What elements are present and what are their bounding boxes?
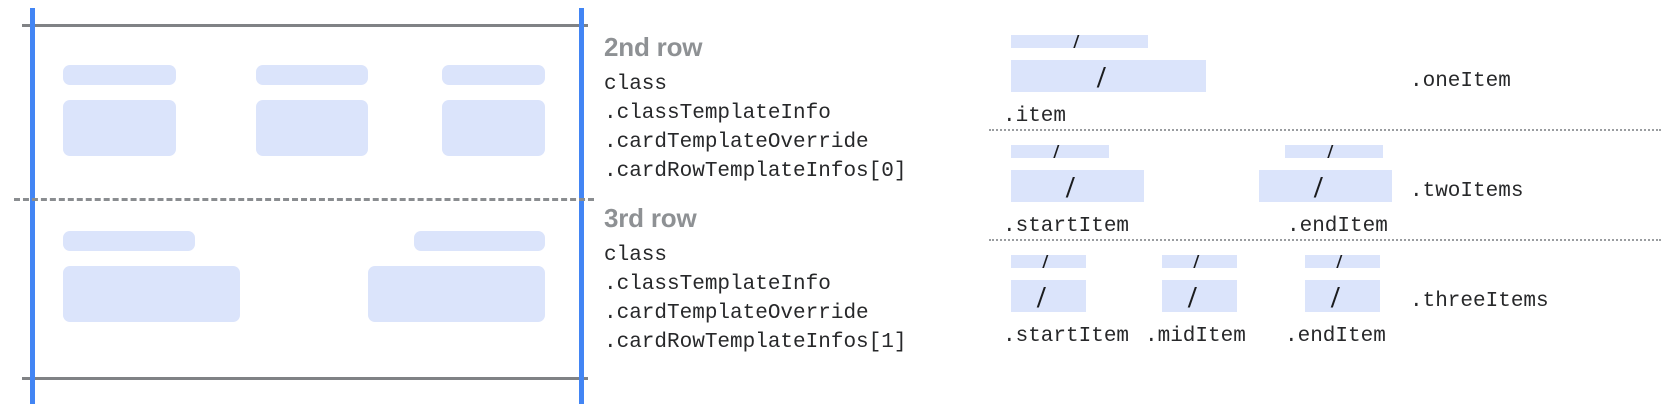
item-slot-label: /	[1285, 145, 1383, 158]
item-slot-label: /	[1011, 145, 1109, 158]
content-bar	[368, 266, 545, 322]
item-slot-content: /	[1011, 60, 1206, 92]
item-slot-name: .startItem	[1003, 215, 1130, 238]
variant-name: .oneItem	[1410, 70, 1511, 93]
slash-glyph: /	[1188, 280, 1197, 312]
item-slot-content: /	[1162, 280, 1237, 312]
item-slot-name: .endItem	[1285, 325, 1386, 348]
card-right-edge-marker	[579, 8, 584, 404]
card-preview-panel	[0, 0, 600, 412]
item-slot-label: /	[1305, 255, 1380, 268]
row-divider-dashed	[14, 198, 594, 201]
annotation-path-line: .classTemplateInfo	[604, 273, 831, 296]
variant-name: .twoItems	[1410, 180, 1524, 203]
item-slot-content: /	[1305, 280, 1380, 312]
item-slot-label: /	[1011, 35, 1148, 48]
slash-glyph: /	[1073, 35, 1080, 48]
item-slot-content: /	[1011, 170, 1144, 202]
slash-glyph: /	[1331, 280, 1340, 312]
annotation-column: 2nd row class .classTemplateInfo .cardTe…	[604, 0, 974, 412]
content-bar	[63, 100, 176, 156]
label-bar	[63, 231, 195, 251]
item-slot-name: .item	[1003, 105, 1067, 128]
slash-glyph: /	[1314, 170, 1323, 202]
content-bar	[442, 100, 545, 156]
label-bar	[63, 65, 176, 85]
item-slot-content: /	[1259, 170, 1392, 202]
variant-divider-dotted	[989, 239, 1661, 241]
annotation-path-line: .cardRowTemplateInfos[0]	[604, 160, 907, 183]
item-slot-label: /	[1011, 255, 1086, 268]
label-bar	[256, 65, 368, 85]
annotation-path-line: class	[604, 73, 668, 96]
slash-glyph: /	[1053, 145, 1060, 158]
slash-glyph: /	[1327, 145, 1334, 158]
item-layout-panel: / / .item .oneItem / / .startItem / /	[985, 0, 1676, 412]
content-bar	[63, 266, 240, 322]
slash-glyph: /	[1336, 255, 1343, 268]
slash-glyph: /	[1193, 255, 1200, 268]
item-slot-content: /	[1011, 280, 1086, 312]
annotation-path-line: class	[604, 244, 668, 267]
item-slot-name: .midItem	[1145, 325, 1246, 348]
row-boundary-line-bottom	[22, 377, 588, 380]
item-slot-name: .endItem	[1287, 215, 1388, 238]
annotation-path-line: .cardRowTemplateInfos[1]	[604, 331, 907, 354]
label-bar	[414, 231, 545, 251]
card-left-edge-marker	[30, 8, 35, 404]
label-bar	[442, 65, 545, 85]
annotation-path-line: .cardTemplateOverride	[604, 131, 869, 154]
item-slot-name: .startItem	[1003, 325, 1130, 348]
annotation-block-second-row: 2nd row class .classTemplateInfo .cardTe…	[604, 32, 906, 186]
annotation-block-third-row: 3rd row class .classTemplateInfo .cardTe…	[604, 203, 906, 357]
variant-divider-dotted	[989, 129, 1661, 131]
annotation-title: 3rd row	[604, 203, 697, 233]
slash-glyph: /	[1037, 280, 1046, 312]
annotation-path-line: .cardTemplateOverride	[604, 302, 869, 325]
content-bar	[256, 100, 368, 156]
slash-glyph: /	[1066, 170, 1075, 202]
annotation-path-line: .classTemplateInfo	[604, 102, 831, 125]
slash-glyph: /	[1042, 255, 1049, 268]
row-boundary-line-top	[22, 24, 588, 27]
variant-name: .threeItems	[1410, 290, 1549, 313]
slash-glyph: /	[1097, 60, 1106, 92]
item-slot-label: /	[1162, 255, 1237, 268]
annotation-title: 2nd row	[604, 32, 703, 62]
